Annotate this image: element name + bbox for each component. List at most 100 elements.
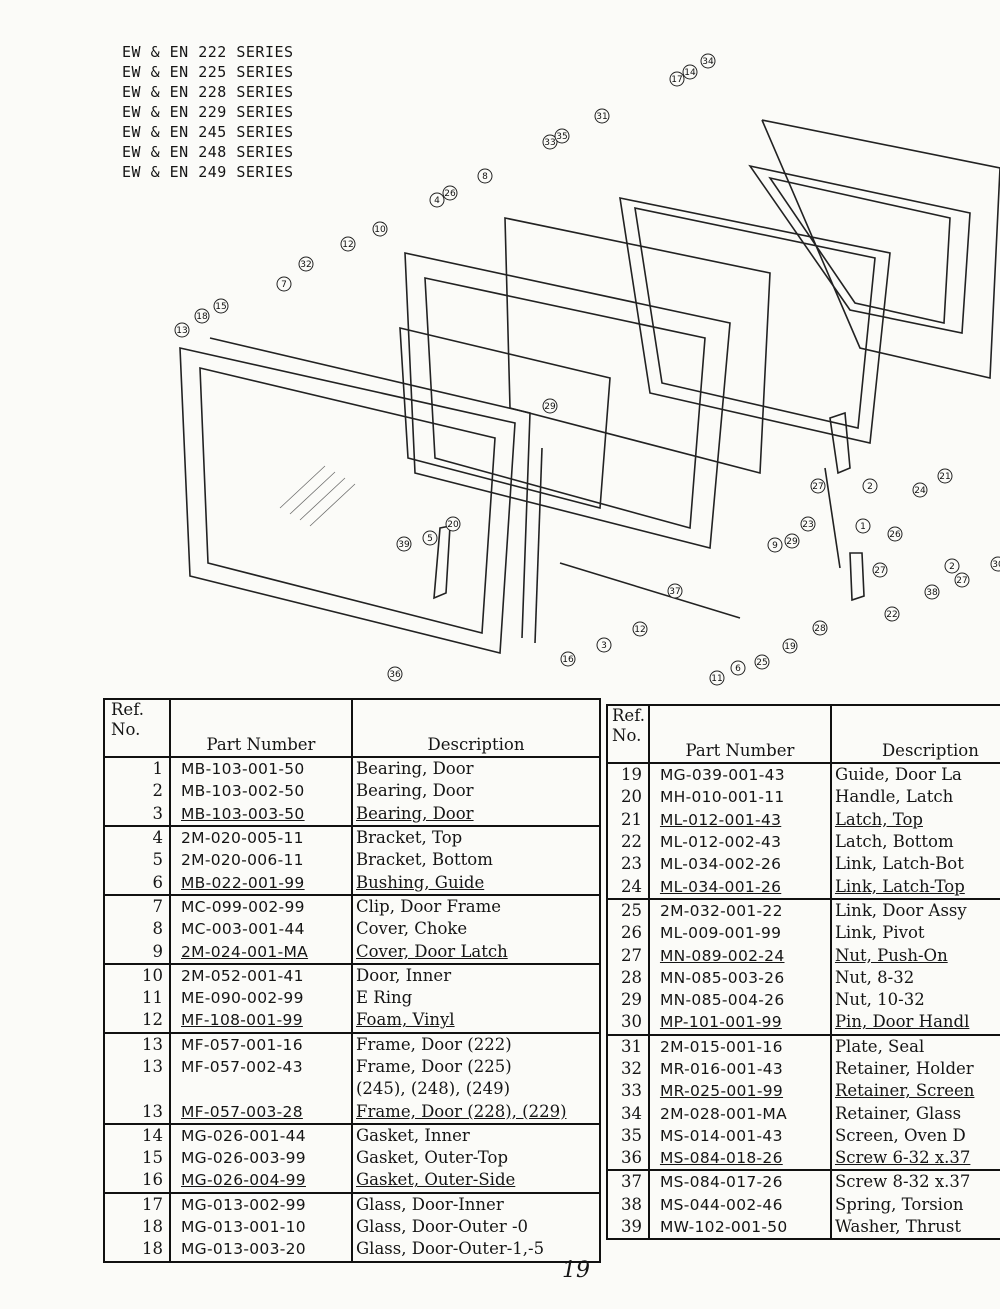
callout-bubble — [387, 666, 403, 682]
ref-number: 30 — [606, 1011, 650, 1035]
part-description: Latch, Top — [829, 808, 1000, 831]
series-line: EW & EN 222 SERIES — [122, 43, 294, 61]
callout-bubble — [709, 670, 725, 686]
ref-number: 11 — [103, 986, 171, 1010]
part-description: Latch, Bottom — [829, 830, 1000, 854]
part-number: MG-039-001-43 — [647, 761, 832, 787]
part-number: MG-013-001-10 — [169, 1215, 353, 1239]
part-description: E Ring — [351, 986, 601, 1010]
callout-bubble — [340, 236, 356, 252]
callout-label: 22 — [886, 610, 897, 620]
ref-number: 6 — [103, 871, 171, 895]
part-number: MB-022-001-99 — [169, 871, 353, 895]
series-list: EW & EN 222 SERIES EW & EN 225 SERIES EW… — [122, 42, 294, 182]
door-link — [559, 562, 741, 619]
part-number: MS-084-017-26 — [647, 1169, 832, 1194]
description-header: Description — [351, 698, 601, 758]
part-description: Retainer, Glass — [829, 1102, 1000, 1125]
ref-number: 23 — [606, 853, 650, 876]
callout-label: 6 — [735, 664, 741, 674]
callout-label: 25 — [756, 658, 767, 668]
part-number-header: Part Number — [169, 698, 353, 758]
inner-door-window — [424, 276, 706, 530]
part-number: MS-014-001-43 — [647, 1124, 832, 1148]
part-description: Bushing, Guide — [351, 871, 601, 895]
part-description: Washer, Thrust — [829, 1215, 1000, 1240]
callout-label: 30 — [992, 560, 1000, 570]
callout-bubble — [810, 478, 826, 494]
glass-retainer — [748, 164, 971, 334]
part-description: Cover, Door Latch — [351, 940, 601, 964]
part-number: MG-026-001-44 — [169, 1122, 353, 1148]
foam-panel — [399, 326, 611, 510]
callout-label: 26 — [444, 189, 456, 199]
part-number: MR-025-001-99 — [647, 1080, 832, 1103]
ref-number: 19 — [606, 761, 650, 787]
callout-bubble — [276, 276, 292, 292]
callout-label: 35 — [556, 132, 567, 142]
callout-label: 17 — [671, 75, 682, 85]
callout-bubble — [887, 526, 903, 542]
series-line: EW & EN 249 SERIES — [122, 163, 294, 181]
part-description: Nut, Push-On — [829, 944, 1000, 967]
part-description: Link, Latch-Top — [829, 875, 1000, 899]
series-line: EW & EN 228 SERIES — [122, 83, 294, 101]
part-description: (245), (248), (249) — [351, 1078, 601, 1101]
callout-label: 39 — [398, 540, 410, 550]
series-line: EW & EN 229 SERIES — [122, 103, 294, 121]
part-description: Bearing, Door — [351, 802, 601, 826]
ref-number: 17 — [103, 1191, 171, 1216]
part-number: 2M-020-005-11 — [169, 824, 353, 850]
description-header: Description — [829, 704, 1000, 764]
callout-label: 12 — [634, 625, 645, 635]
callout-bubble — [596, 637, 612, 653]
part-number: 2M-020-006-11 — [169, 849, 353, 872]
ref-number: 33 — [606, 1080, 650, 1103]
callout-label: 20 — [447, 520, 459, 530]
part-description: Screw 8-32 x.37 — [829, 1169, 1000, 1194]
callout-bubble — [700, 53, 716, 69]
part-number: MF-057-001-16 — [169, 1031, 353, 1056]
callout-label: 24 — [914, 486, 926, 496]
part-number: MC-003-001-44 — [169, 918, 353, 941]
ref-number: 5 — [103, 849, 171, 872]
outer-frame — [179, 346, 516, 655]
part-number: ME-090-002-99 — [169, 986, 353, 1010]
callout-label: 33 — [544, 138, 555, 148]
callout-label: 31 — [596, 112, 607, 122]
callout-label: 18 — [196, 312, 208, 322]
part-description: Glass, Door-Inner — [351, 1191, 601, 1216]
callout-bubble — [560, 651, 576, 667]
ref-number: 13 — [103, 1055, 171, 1079]
series-line: EW & EN 248 SERIES — [122, 143, 294, 161]
ref-header: Ref. No. — [103, 698, 171, 758]
part-row: (245), (248), (249) — [103, 1078, 601, 1101]
callout-label: 27 — [956, 576, 967, 586]
callout-bubble — [429, 192, 445, 208]
part-description: Retainer, Screen — [829, 1080, 1000, 1103]
callout-bubble — [554, 128, 570, 144]
part-number: 2M-015-001-16 — [647, 1033, 832, 1058]
part-description: Cover, Choke — [351, 918, 601, 941]
part-number: MR-016-001-43 — [647, 1057, 832, 1081]
outer-frame-inner-edge — [199, 366, 496, 635]
callout-label: 8 — [482, 172, 488, 182]
